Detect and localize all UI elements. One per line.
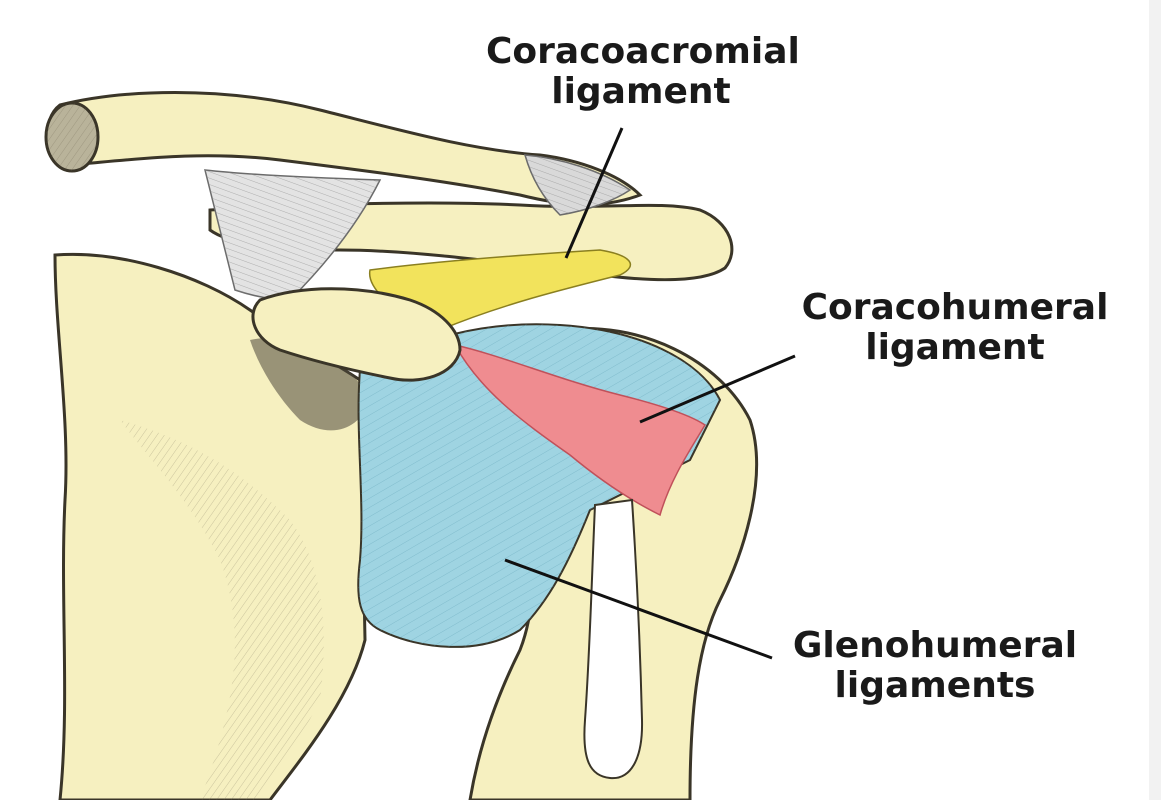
scapula-shading <box>120 420 324 800</box>
label-glenohumeral-line1: Glenohumeral <box>792 625 1078 666</box>
label-coracohumeral-line1: Coracohumeral <box>801 287 1109 328</box>
label-glenohumeral-line2: ligaments <box>834 665 1036 706</box>
leader-line-coracoacromial <box>564 127 624 259</box>
label-coracohumeral-ligament: Coracohumeral ligament <box>800 288 1110 368</box>
coracoid-process <box>251 287 462 382</box>
glenoid-shadow <box>250 338 370 431</box>
label-coracoacromial-ligament: Coracoacromial ligament <box>486 31 800 112</box>
leader-line-coracohumeral <box>639 354 796 424</box>
label-coracoacromial-line2: ligament <box>551 71 731 112</box>
label-coracoacromial-line1: Coracoacromial <box>486 31 800 72</box>
biceps-tendon <box>583 498 644 780</box>
coracohumeral-ligament-shape <box>453 343 707 517</box>
label-glenohumeral-ligaments: Glenohumeral ligaments <box>780 626 1090 706</box>
label-coracohumeral-line2: ligament <box>865 327 1045 368</box>
leader-line-glenohumeral <box>504 558 773 660</box>
page-edge-strip <box>1149 0 1161 800</box>
